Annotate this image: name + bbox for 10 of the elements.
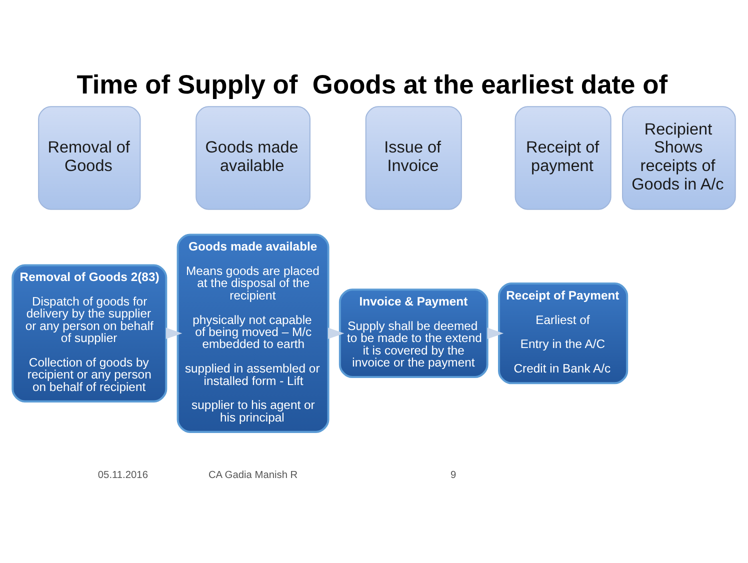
label: 05.11.2016 — [98, 470, 148, 482]
node-box: Issue of Invoice — [365, 106, 462, 210]
label: CA Gadia Manish R — [208, 470, 298, 482]
node-box: Removal of Goods — [38, 106, 141, 210]
node-box: Goods made available — [196, 106, 310, 210]
node-box: Receipt of payment — [514, 106, 612, 210]
diagram-title: Time of Supply of Goods at the earliest date of — [76, 69, 668, 100]
node-box: Recipient Shows receipts of Goods in A/c — [622, 106, 736, 210]
label: 9 — [450, 470, 456, 482]
node-box: Receipt of Payment Earliest of Entry in the A/C Credit in Bank A/c — [498, 282, 628, 384]
